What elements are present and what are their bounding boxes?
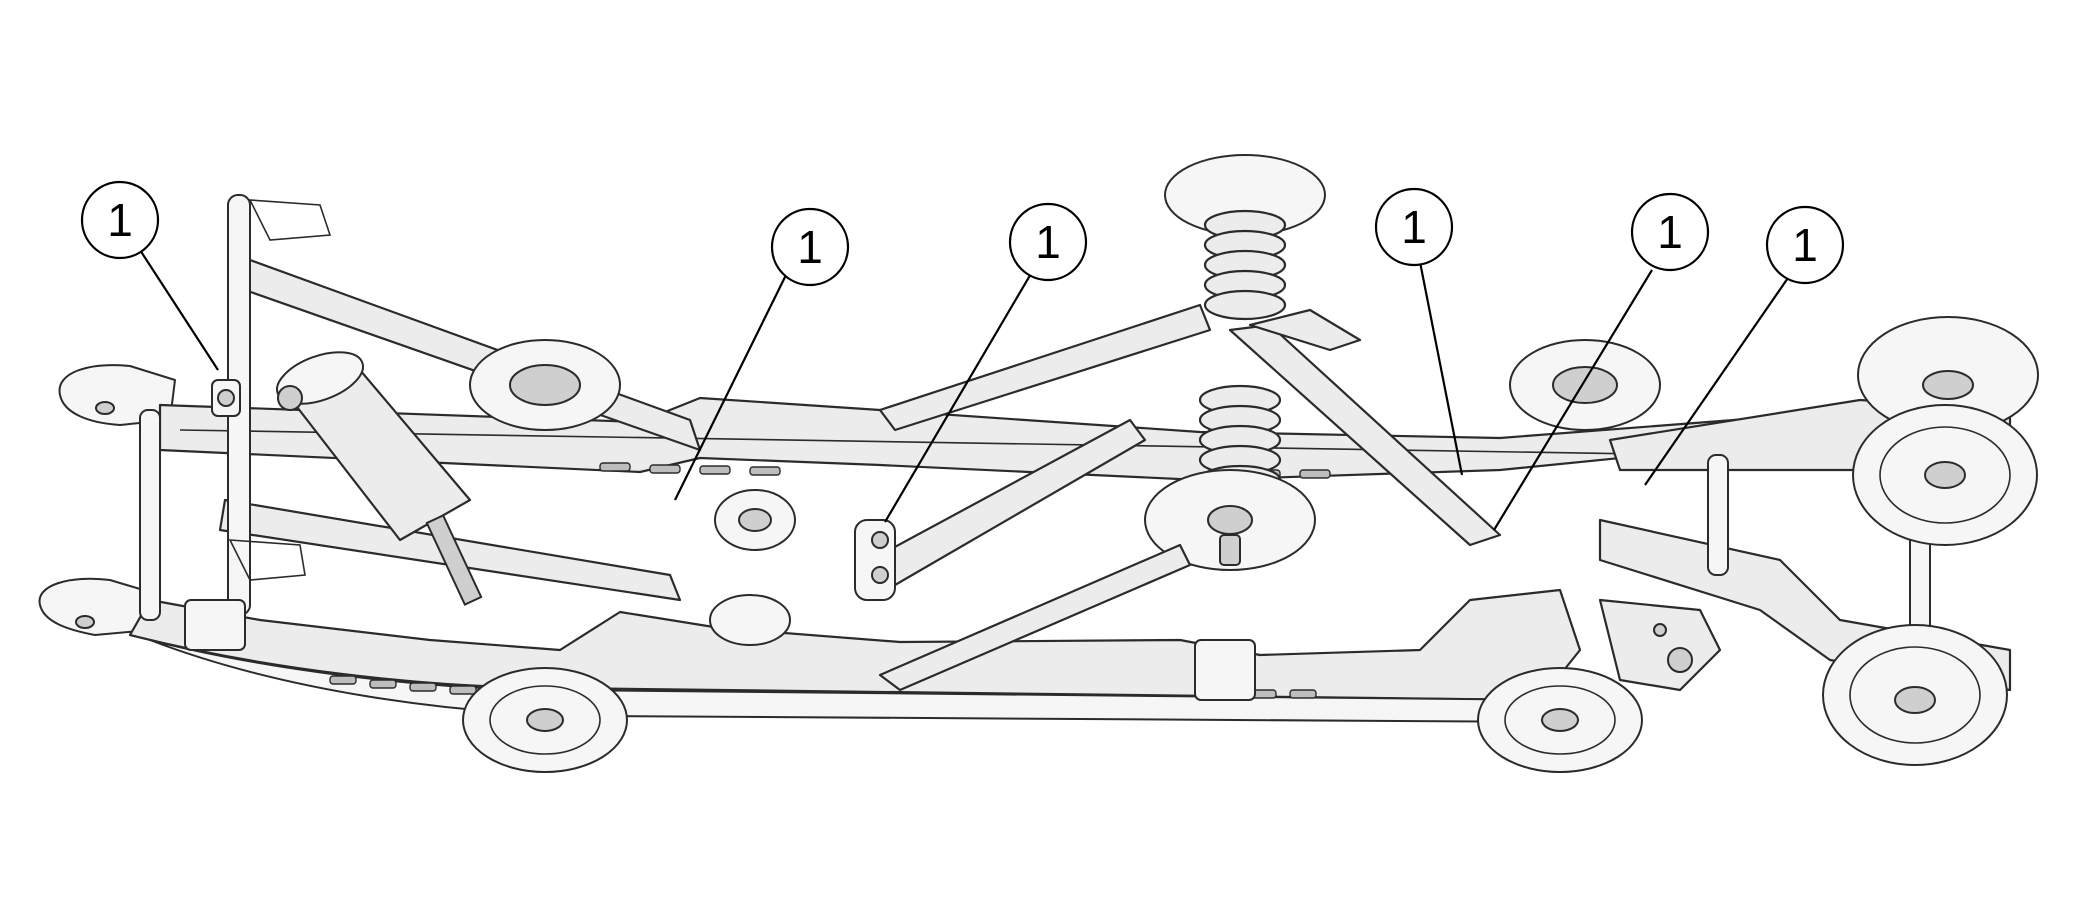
- callout-label: 1: [107, 194, 133, 246]
- rear-mid-wheel: [1852, 404, 2038, 546]
- upper-spring-assembly: [1164, 154, 1326, 321]
- rear-lower-wheel: [1822, 624, 2008, 766]
- rear-bracket: [1598, 598, 1722, 692]
- callout-leader-1: [139, 249, 219, 371]
- callout-2: 1: [770, 207, 850, 287]
- callout-label: 1: [1792, 219, 1818, 271]
- callout-leader-2: [674, 274, 787, 501]
- callout-5: 1: [1630, 192, 1710, 272]
- rear-upper-wheel: [1857, 316, 2039, 434]
- callout-leader-4: [1418, 261, 1464, 476]
- lower-rail: [128, 588, 1582, 723]
- center-shock: [854, 418, 1147, 601]
- front-lower-idler-wheel: [462, 667, 628, 773]
- callout-label: 1: [1657, 206, 1683, 258]
- front-upper-idler-wheel: [469, 339, 621, 431]
- callout-3: 1: [1008, 202, 1088, 282]
- callout-leader-6: [1644, 274, 1791, 486]
- callout-label: 1: [797, 221, 823, 273]
- lower-spring-assembly: [1144, 384, 1316, 571]
- callout-label: 1: [1401, 201, 1427, 253]
- front-crossmember: [139, 379, 303, 621]
- callout-leader-5: [1493, 269, 1653, 531]
- callout-leader-3: [884, 271, 1033, 523]
- rear-lower-idler-wheel: [1477, 667, 1643, 773]
- front-right-rail-tip: [38, 577, 151, 636]
- mid-idler-wheel: [709, 489, 796, 646]
- callout-6: 1: [1765, 205, 1845, 285]
- callout-label: 1: [1035, 216, 1061, 268]
- center-bracket: [184, 599, 1256, 701]
- rear-upper-idler-wheel: [1509, 339, 1661, 431]
- rear-arm: [878, 303, 1502, 692]
- front-shock-absorber: [276, 351, 483, 606]
- callout-1: 1: [80, 180, 160, 260]
- callout-4: 1: [1374, 187, 1454, 267]
